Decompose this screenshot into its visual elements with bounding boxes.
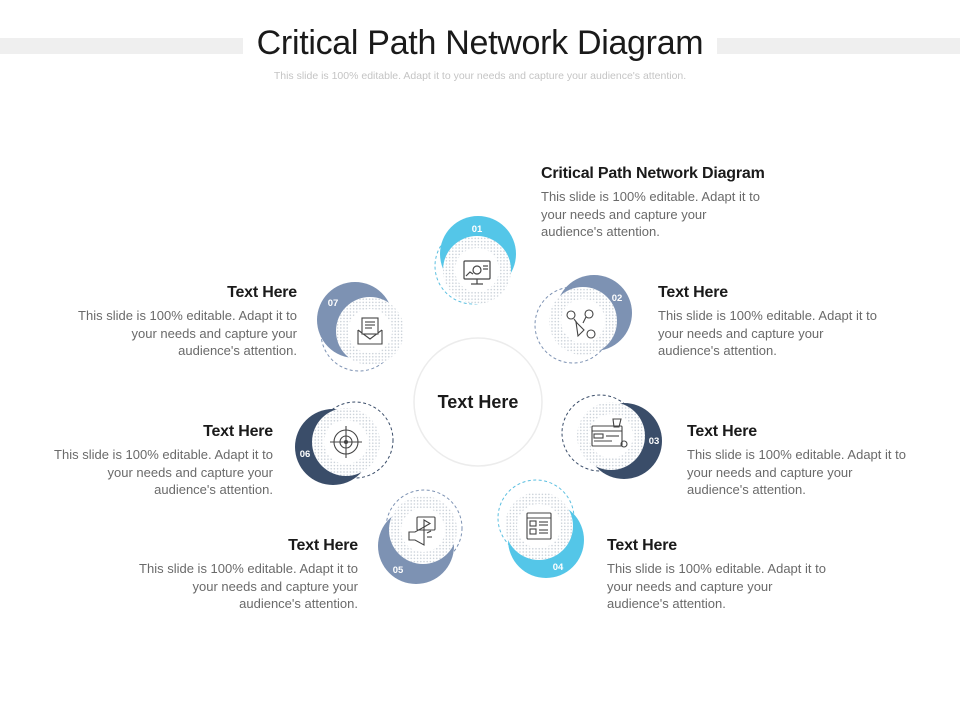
node-05-dashed-ring: [385, 489, 463, 567]
text-block-02-title: Text Here: [658, 284, 728, 301]
page-subtitle: This slide is 100% editable. Adapt it to…: [273, 70, 687, 82]
text-block-06: Text Here This slide is 100% editable. A…: [45, 423, 273, 499]
document-list-icon: [526, 512, 552, 540]
text-block-03: Text Here This slide is 100% editable. A…: [687, 423, 915, 499]
envelope-letter-icon: [357, 317, 383, 345]
text-block-05-body: This slide is 100% editable. Adapt it to…: [139, 561, 358, 611]
page-title-text: Critical Path Network Diagram: [242, 24, 718, 62]
text-block-06-body: This slide is 100% editable. Adapt it to…: [54, 447, 273, 497]
text-block-02-body: This slide is 100% editable. Adapt it to…: [658, 308, 877, 358]
text-block-04-title: Text Here: [607, 537, 677, 554]
text-block-01: Critical Path Network Diagram This slide…: [541, 165, 821, 241]
center-circle: [413, 337, 543, 467]
text-block-01-body: This slide is 100% editable. Adapt it to…: [541, 189, 760, 239]
node-04: 04: [497, 479, 584, 578]
node-02: 02: [534, 275, 632, 364]
node-04-number: 04: [553, 562, 564, 573]
node-01-icon-backdrop: [455, 248, 499, 292]
crosshair-target-icon: [330, 426, 362, 458]
text-block-07-body: This slide is 100% editable. Adapt it to…: [78, 308, 297, 358]
node-07: 07: [317, 282, 404, 372]
text-block-05: Text Here This slide is 100% editable. A…: [130, 537, 358, 613]
text-block-06-title: Text Here: [203, 423, 273, 440]
social-media-icon: [566, 309, 596, 339]
text-block-04: Text Here This slide is 100% editable. A…: [607, 537, 835, 613]
node-02-number: 02: [612, 293, 623, 304]
node-03: 03: [561, 394, 662, 479]
node-06-number: 06: [300, 449, 311, 460]
node-05: 05: [378, 489, 463, 584]
text-block-04-body: This slide is 100% editable. Adapt it to…: [607, 561, 826, 611]
node-06: 06: [295, 401, 394, 485]
text-block-02: Text Here This slide is 100% editable. A…: [658, 284, 886, 360]
node-02-icon-backdrop: [561, 299, 605, 343]
text-block-01-title: Critical Path Network Diagram: [541, 165, 765, 182]
text-block-03-body: This slide is 100% editable. Adapt it to…: [687, 447, 906, 497]
node-07-number: 07: [328, 298, 339, 309]
browser-cart-icon: [591, 418, 628, 448]
text-block-05-title: Text Here: [288, 537, 358, 554]
node-01: 01: [434, 216, 516, 305]
node-05-number: 05: [393, 565, 404, 576]
text-block-07-title: Text Here: [227, 284, 297, 301]
monitor-chart-icon: [463, 260, 491, 285]
text-block-07: Text Here This slide is 100% editable. A…: [69, 284, 297, 360]
node-04-icon-backdrop: [517, 504, 561, 548]
node-01-number: 01: [472, 224, 483, 235]
page-title: Critical Path Network Diagram: [0, 24, 960, 63]
node-06-dashed-ring: [316, 401, 394, 479]
node-03-number: 03: [649, 436, 660, 447]
megaphone-video-icon: [408, 516, 436, 546]
text-block-03-title: Text Here: [687, 423, 757, 440]
center-label: Text Here: [437, 392, 519, 412]
